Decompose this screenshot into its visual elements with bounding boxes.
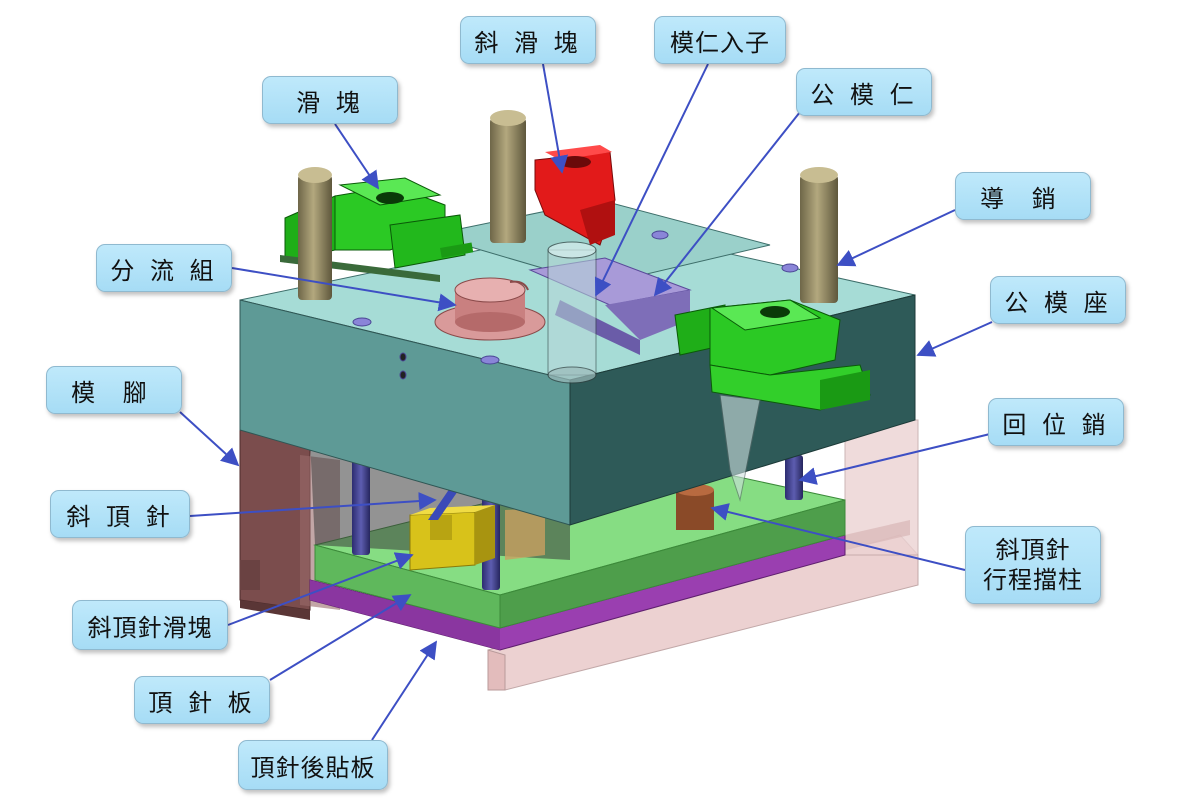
label-runner-set: 分 流 組 [96,244,232,292]
label-lifter-stop-line2: 行程擋柱 [983,566,1083,594]
leader-runner-set [231,267,457,312]
label-ejector-back-plate: 頂針後貼板 [238,740,388,790]
label-core: 公 模 仁 [796,68,932,116]
core-insert-part [547,241,597,384]
right-slider-part [674,299,871,502]
label-lifter: 斜 頂 針 [50,490,190,538]
label-ejector-plate: 頂 針 板 [134,676,270,724]
leader-guide-pin [836,209,956,267]
label-lifter-stop: 斜頂針 行程擋柱 [965,526,1101,604]
leader-ejector-back-plate [371,640,437,741]
leader-lifter [189,492,437,517]
plate-holes [352,230,799,380]
lifter-slider-part [409,505,545,571]
label-core-insert: 模仁入子 [654,16,786,64]
leader-lifter-slider [227,552,414,626]
label-lifter-stop-line1: 斜頂針 [995,536,1071,564]
leader-ejector-plate [269,594,412,681]
label-guide-pin: 導 銷 [955,172,1091,220]
label-mold-leg: 模 腳 [46,366,182,414]
leader-core-insert [594,63,709,297]
guide-pins [298,110,838,303]
label-inclined-slider: 斜 滑 塊 [460,16,596,64]
runner-set-part [434,277,546,341]
label-lifter-slider: 斜頂針滑塊 [72,600,228,650]
label-slider: 滑 塊 [262,76,398,124]
leader-lines [179,63,993,741]
leader-mold-leg [179,411,240,467]
leader-slider-inclined [542,63,569,174]
inclined-slider-part [534,145,616,246]
label-return-pin: 回 位 銷 [988,398,1124,446]
label-moving-plate: 公 模 座 [990,276,1126,324]
leader-lifter-stop [710,503,966,571]
leader-moving-plate [916,321,993,357]
leader-core [653,111,801,297]
leader-slider [334,123,380,190]
leader-return-pin [798,433,991,485]
